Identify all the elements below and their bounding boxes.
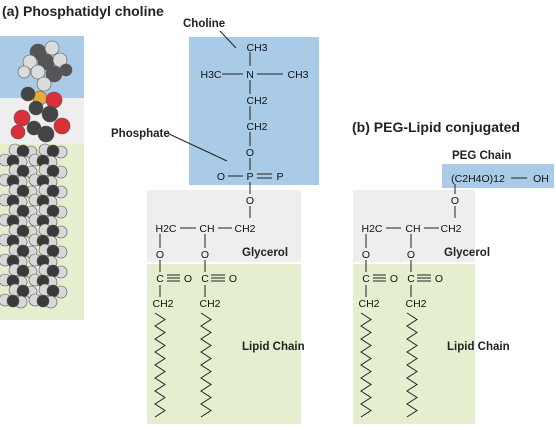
- atom-o-left: O: [217, 171, 225, 183]
- atom-ch2b2-a: CH2: [199, 298, 220, 310]
- glycerol-oxygen-atom: [45, 91, 63, 109]
- choline-atom: [36, 76, 52, 92]
- chain-carbon-atom: [46, 144, 60, 158]
- atom-o2-a: O: [201, 249, 209, 261]
- choline-atom: [22, 54, 38, 70]
- atom-c2-a: C: [201, 273, 209, 285]
- choline-atom: [17, 65, 31, 79]
- atom-ch-b: CH: [405, 223, 420, 235]
- atom-h2c-a: H2C: [155, 223, 176, 235]
- space-filling-molecule-model: [0, 40, 73, 309]
- atom-ch2-a: CH2: [234, 223, 255, 235]
- atom-o1-a: O: [156, 249, 164, 261]
- atom-peg-formula: (C2H4O)12: [451, 173, 505, 185]
- atom-ch-a: CH: [199, 223, 214, 235]
- chain-carbon-atom: [16, 224, 30, 238]
- label-glycerol-b: Glycerol: [444, 247, 490, 259]
- choline-pointer: [219, 30, 237, 49]
- label-peg-chain: PEG Chain: [452, 150, 511, 162]
- bonds-b: [365, 177, 527, 297]
- title-b: (b) PEG-Lipid conjugated: [352, 119, 520, 135]
- atom-h2c-b: H2C: [361, 223, 382, 235]
- atom-nitrogen: N: [246, 69, 254, 81]
- glycerol-oxygen-atom: [53, 117, 71, 135]
- phosphate-pointer: [166, 132, 228, 162]
- peg-box: [442, 164, 554, 188]
- label-lipid-chain-a: Lipid Chain: [242, 341, 305, 353]
- label-lipid-chain-b: Lipid Chain: [447, 341, 510, 353]
- atom-o3-b: O: [390, 273, 398, 285]
- atom-o2-b: O: [407, 249, 415, 261]
- glycerol-box-b: [353, 190, 475, 262]
- chain-carbon-atom: [46, 164, 60, 178]
- bonds-a: [159, 52, 283, 297]
- label-phosphate: Phosphate: [111, 128, 170, 140]
- glycerol-oxygen-atom: [10, 124, 26, 140]
- atom-phosphorus: P: [246, 171, 253, 183]
- atom-o3-a: O: [184, 273, 192, 285]
- choline-atom: [30, 64, 46, 80]
- label-glycerol-a: Glycerol: [242, 247, 288, 259]
- chain-carbon-atom: [46, 224, 60, 238]
- choline-atom: [44, 40, 60, 56]
- atom-c1-b: C: [362, 273, 370, 285]
- choline-atom: [52, 52, 68, 68]
- glycerol-oxygen-atom: [13, 109, 31, 127]
- atom-o4-b: O: [435, 273, 443, 285]
- glycerol-oxygen-atom: [41, 105, 59, 123]
- atom-ch2b1-a: CH2: [152, 298, 173, 310]
- chain-carbon-atom: [6, 294, 20, 308]
- glycerol-oxygen-atom: [37, 125, 55, 143]
- atom-ch2-1: CH2: [246, 95, 267, 107]
- atom-o-peg: O: [451, 195, 459, 207]
- choline-box: [189, 37, 319, 185]
- atom-ch2-b: CH2: [440, 223, 461, 235]
- chain-carbon-atom: [16, 164, 30, 178]
- chain-carbon-atom: [16, 284, 30, 298]
- atom-c2-b: C: [407, 273, 415, 285]
- chain-carbon-atom: [16, 144, 30, 158]
- chain-carbon-atom: [16, 244, 30, 258]
- atom-p-right: P: [276, 171, 283, 183]
- atom-o1-b: O: [362, 249, 370, 261]
- atom-o4-a: O: [229, 273, 237, 285]
- chain-carbon-atom: [16, 264, 30, 278]
- atom-o-ester: O: [246, 147, 254, 159]
- lipid-chain-b-2: [406, 312, 418, 418]
- atom-ch3-top: CH3: [246, 42, 267, 54]
- lipid-chain-b-1: [360, 312, 372, 418]
- atom-h3c: H3C: [200, 69, 221, 81]
- atom-c1-a: C: [156, 273, 164, 285]
- glycerol-oxygen-atom: [20, 86, 36, 102]
- chain-carbon-atom: [16, 184, 30, 198]
- lipid-chain-a-1: [154, 312, 166, 418]
- lipid-box-a: [147, 264, 301, 424]
- chain-carbon-atom: [46, 184, 60, 198]
- glycerol-oxygen-atom: [28, 100, 44, 116]
- atom-o-below-p: O: [246, 195, 254, 207]
- atom-oh: OH: [533, 173, 549, 185]
- title-a: (a) Phosphatidyl choline: [2, 3, 164, 19]
- chain-carbon-atom: [46, 204, 60, 218]
- atom-ch2b2-b: CH2: [405, 298, 426, 310]
- chain-carbon-atom: [46, 264, 60, 278]
- chain-carbon-atom: [16, 204, 30, 218]
- label-choline: Choline: [183, 18, 225, 30]
- chain-carbon-atom: [36, 294, 50, 308]
- atom-ch2-2: CH2: [246, 121, 267, 133]
- chain-carbon-atom: [46, 284, 60, 298]
- atom-ch3-right: CH3: [287, 69, 308, 81]
- atom-ch2b1-b: CH2: [358, 298, 379, 310]
- choline-atom: [59, 63, 73, 77]
- chain-carbon-atom: [46, 244, 60, 258]
- glycerol-box-a: [147, 190, 301, 262]
- lipid-chain-a-2: [200, 312, 212, 418]
